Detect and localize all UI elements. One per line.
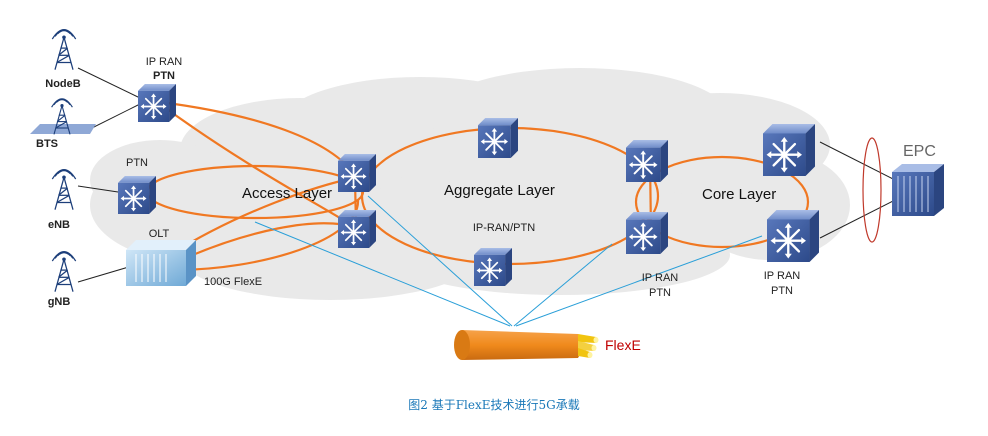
aggregate-layer-label: Aggregate Layer [444,182,555,199]
network-cloud [90,68,850,300]
aggregate-router-right-top-icon [626,140,668,182]
access-layer-label: Access Layer [242,185,333,202]
callout-lines [254,195,763,327]
ipran-top-label-line2: PTN [153,70,175,82]
aggregate-router-right-bottom-icon [626,212,668,254]
ipran-bottom2-label-line2: PTN [771,285,793,297]
flexe-100g-label: 100G FlexE [203,276,263,288]
access-router-2-icon [338,210,376,248]
bts-label: BTS [36,138,58,150]
ipran-ptn-top-router-icon [138,84,176,122]
flexe-label: FlexE [605,337,641,353]
ipran-bottom1-label-line2: PTN [649,287,671,299]
figure-caption: 图2 基于FlexE技术进行5G承载 [408,398,580,412]
flexe-cable-icon [454,330,599,360]
nodeb-label: NodeB [45,78,81,90]
epc-server-icon [892,164,944,216]
core-layer-label: Core Layer [702,186,777,203]
bts-tower-icon [30,98,96,135]
ptn-left-label: PTN [126,157,148,169]
gnb-label: gNB [47,296,71,308]
enb-label: eNB [47,219,70,231]
aggregate-router-top-icon [478,118,518,158]
ipran-bottom2-label-line1: IP RAN [763,270,801,282]
ipran-bottom1-label-line1: IP RAN [641,272,679,284]
core-ring [634,155,810,249]
core-router-bottom-icon [765,210,821,262]
access-router-1-icon [338,154,376,192]
olt-label: OLT [148,228,170,240]
ipran-ptn-mid-label: IP-RAN/PTN [472,222,536,234]
core-router-top-icon [761,124,817,176]
gnb-tower-icon [51,251,77,293]
aggregate-router-bottom-icon [474,248,512,286]
olt-device-icon [126,240,196,286]
ipran-top-label-line1: IP RAN [145,56,183,68]
radio-links [77,67,896,283]
epc-bundle-marker [862,137,882,243]
nodeb-tower-icon [51,29,77,71]
enb-tower-icon [51,169,77,211]
ptn-left-router-icon [118,176,156,214]
epc-label: EPC [903,143,936,160]
